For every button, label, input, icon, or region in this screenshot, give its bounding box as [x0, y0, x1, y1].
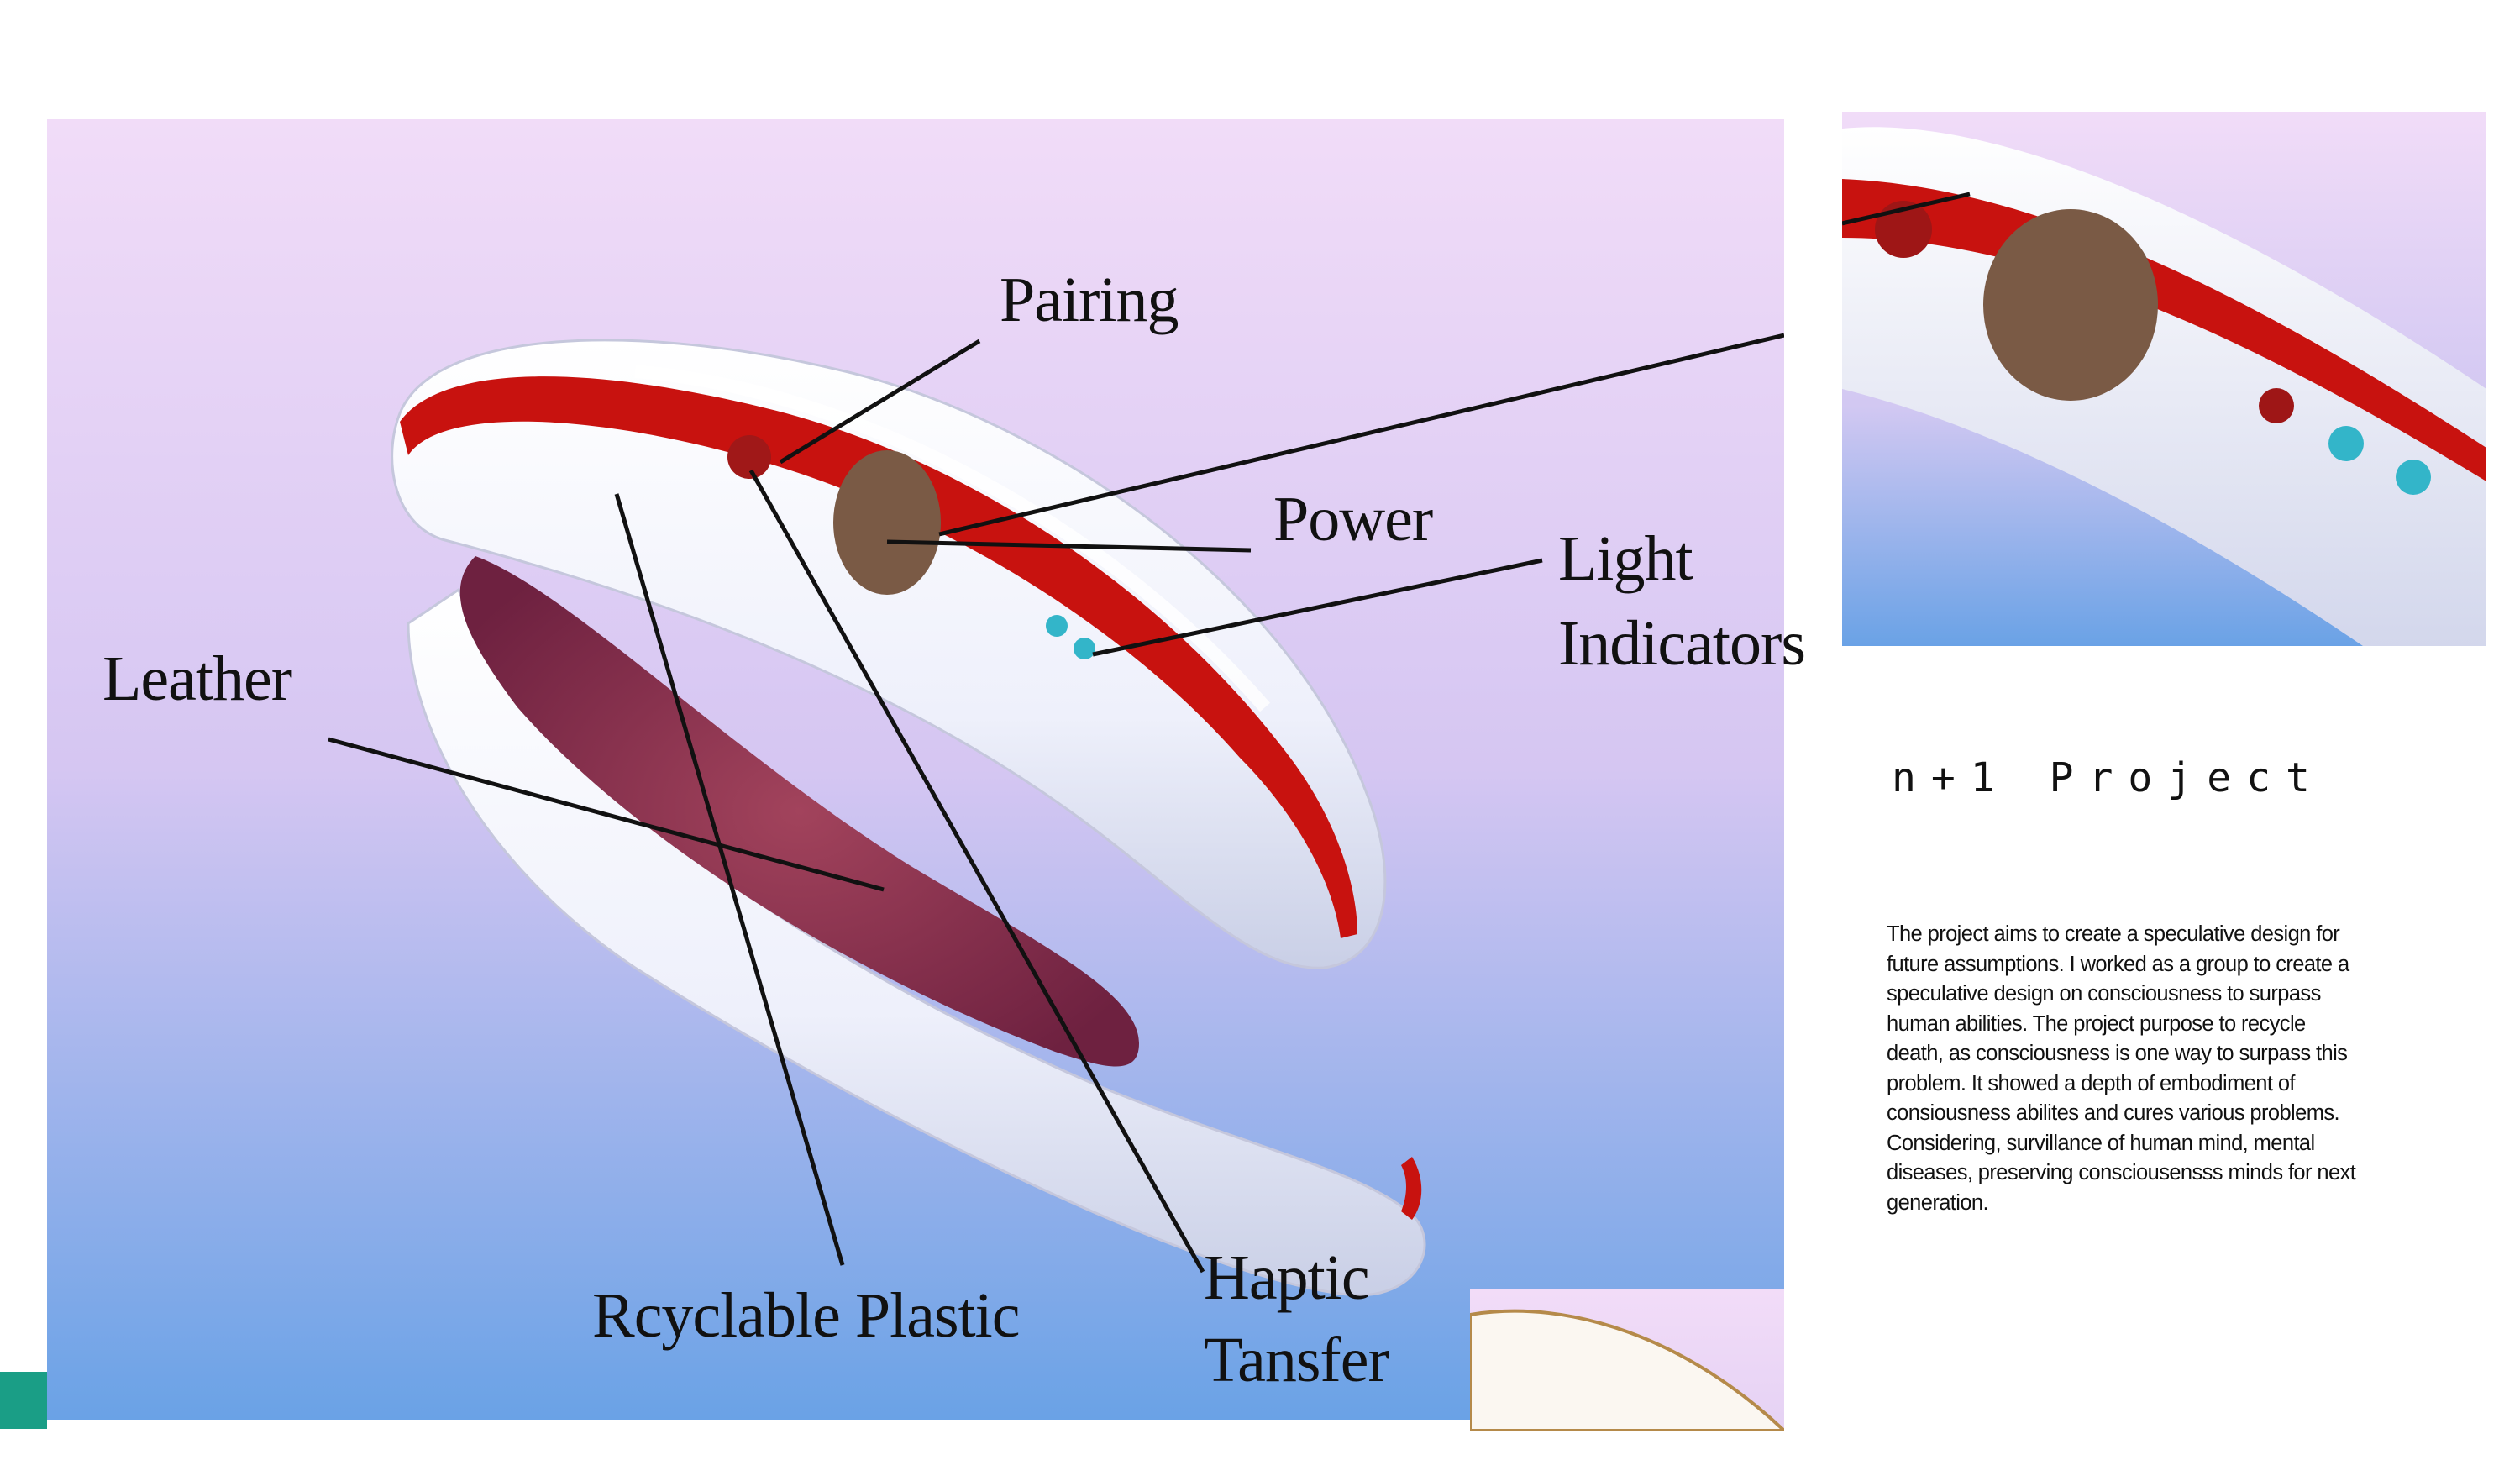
zoom-leader-line-end — [1842, 192, 1971, 226]
haptic-transfer-leader-line — [748, 469, 1205, 1274]
zoom-detail-panel — [1842, 112, 2486, 646]
zoom-leader-line — [938, 333, 1784, 537]
light-indicator-2 — [1074, 638, 1095, 659]
corner-detail-illustration — [1470, 1289, 1784, 1431]
power-leader-line — [886, 539, 1252, 553]
project-description: The project aims to create a speculative… — [1887, 922, 2356, 1215]
pairing-label: Pairing — [1000, 265, 1179, 335]
zoom-detail-illustration — [1842, 112, 2486, 646]
leather-strip — [459, 556, 1139, 1067]
recyclable-plastic-label: Rcyclable Plastic — [592, 1280, 1021, 1351]
bracelet-illustration — [47, 119, 1784, 1420]
zoom-light-indicator-2 — [2396, 460, 2431, 495]
power-button — [833, 450, 941, 595]
zoom-light-indicator-1 — [2328, 426, 2364, 461]
light-indicators-label-line2: Indicators — [1558, 608, 1806, 679]
light-indicators-label-line1: Light — [1558, 523, 1693, 594]
haptic-transfer-label-line1: Haptic — [1204, 1242, 1370, 1313]
corner-detail-panel — [1470, 1289, 1784, 1431]
power-label: Power — [1273, 484, 1433, 554]
light-indicators-leader-line — [1092, 558, 1543, 657]
recyclable-plastic-leader-line — [614, 493, 845, 1266]
light-indicator-1 — [1046, 615, 1068, 637]
side-accent-bar — [0, 1372, 47, 1429]
leather-leader-line — [328, 737, 885, 892]
tube-highlight — [634, 365, 1271, 712]
bracelet-lower-arm — [407, 587, 1426, 1297]
corner-tube — [1470, 1309, 1784, 1431]
haptic-transfer-label-line2: Tansfer — [1204, 1325, 1389, 1395]
bracelet-upper-arm — [391, 339, 1387, 969]
project-title: n+1 Project — [1892, 754, 2325, 801]
zoom-pairing-button — [1875, 201, 1932, 258]
zoom-small-button — [2259, 388, 2294, 423]
leather-label: Leather — [102, 643, 292, 714]
pairing-button — [727, 435, 771, 479]
zoom-power-button — [1983, 209, 2158, 401]
pairing-leader-line — [779, 339, 981, 465]
bracelet-render-panel — [47, 119, 1784, 1420]
lower-arm-red-tip — [1401, 1157, 1422, 1220]
